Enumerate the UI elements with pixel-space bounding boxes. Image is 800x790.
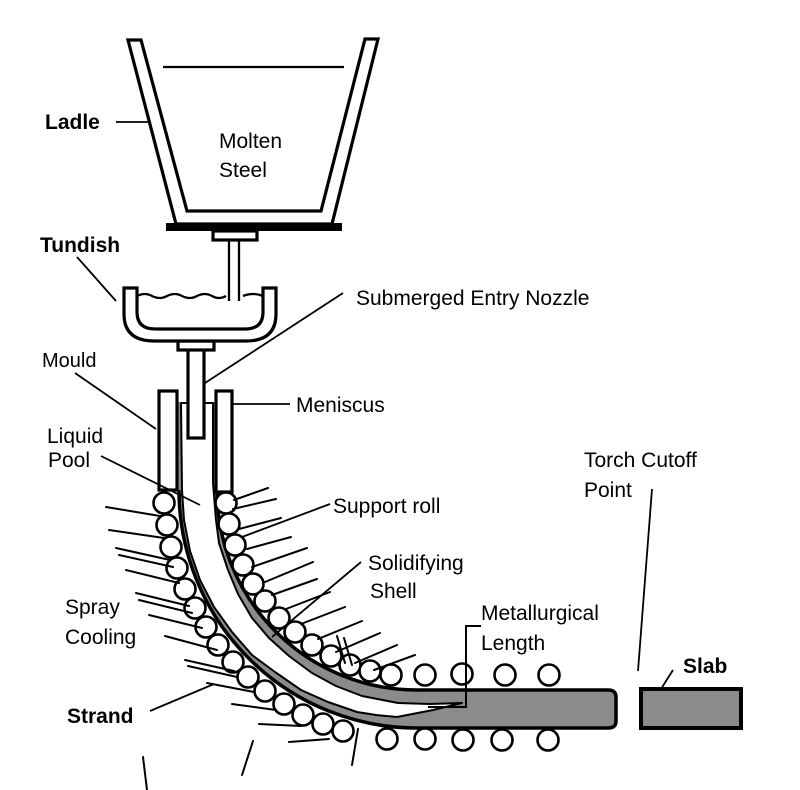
slab-leader <box>660 669 674 690</box>
strand-leader <box>149 683 215 712</box>
strand-label: Strand <box>67 705 134 728</box>
solidifying-shell-leader <box>271 561 362 638</box>
liquid-pool-label-line1: Liquid <box>47 425 103 448</box>
support-roll <box>253 679 277 703</box>
support-roll <box>291 703 315 727</box>
support-roll <box>537 663 561 687</box>
ladle-base <box>166 223 342 231</box>
support-roll <box>311 712 335 736</box>
support-roll-leader <box>241 503 331 538</box>
support-roll <box>231 553 255 577</box>
spray-jets-inner <box>232 487 416 671</box>
support-roll <box>490 728 514 752</box>
support-roll <box>283 620 307 644</box>
torch-cutoff-label-line1: Torch Cutoff <box>584 449 697 472</box>
submerged-entry-nozzle-label: Submerged Entry Nozzle <box>356 287 589 310</box>
support-roll <box>214 491 238 515</box>
sen-leader <box>204 292 344 384</box>
support-roll <box>451 728 475 752</box>
support-roll <box>165 556 189 580</box>
liquid-pool-leader <box>100 455 201 506</box>
metallurgical-length-bracket <box>428 625 481 708</box>
support-roll-label: Support roll <box>333 495 440 518</box>
support-roll <box>217 512 241 536</box>
support-roll <box>159 535 183 559</box>
support-roll <box>155 513 179 537</box>
support-roll <box>319 644 343 668</box>
molten-steel-label-line2: Steel <box>219 159 267 182</box>
support-roll <box>152 491 176 515</box>
support-roll <box>206 633 230 657</box>
tundish-vessel <box>122 286 278 343</box>
support-roll <box>493 663 517 687</box>
support-roll <box>331 719 355 743</box>
spray-cooling-label-line1: Spray <box>65 596 120 619</box>
mould-label: Mould <box>42 350 96 372</box>
slab-shape <box>639 687 743 730</box>
mould-wall-right <box>214 389 234 494</box>
ladle-stream <box>227 241 241 301</box>
strand-outline <box>177 489 618 730</box>
support-roll <box>173 577 197 601</box>
ladle-label: Ladle <box>45 111 100 134</box>
support-roll <box>375 727 399 751</box>
support-roll <box>267 606 291 630</box>
liquid-pool-shape <box>180 402 463 718</box>
support-roll <box>450 662 474 686</box>
support-roll <box>413 727 437 751</box>
support-roll <box>272 692 296 716</box>
tundish-label: Tundish <box>40 234 120 257</box>
solidifying-shell-label-line2: Shell <box>370 580 417 603</box>
support-rolls <box>152 491 561 752</box>
metallurgical-length-label-line2: Length <box>481 632 545 655</box>
slab-label: Slab <box>683 655 727 678</box>
spray-cooling-label-line2: Cooling <box>65 626 136 649</box>
support-roll <box>183 596 207 620</box>
support-roll <box>253 589 277 613</box>
support-roll <box>221 650 245 674</box>
submerged-entry-nozzle-tube <box>186 346 206 440</box>
torch-cutoff-leader <box>637 488 653 672</box>
support-roll <box>223 533 247 557</box>
torch-cutoff-label-line2: Point <box>584 479 632 502</box>
ladle-nozzle <box>211 229 259 242</box>
support-roll <box>241 572 265 596</box>
spray-jets-outer <box>105 506 359 790</box>
mould-wall-left <box>157 389 179 492</box>
meniscus-label: Meniscus <box>296 394 385 417</box>
support-roll <box>379 663 403 687</box>
support-roll <box>300 633 324 657</box>
mould-leader <box>74 372 157 430</box>
support-roll <box>358 659 382 683</box>
molten-steel-label-line1: Molten <box>219 130 282 153</box>
metallurgical-length-label-line1: Metallurgical <box>481 602 599 625</box>
support-roll <box>536 728 560 752</box>
strand-steel-fill <box>177 402 616 728</box>
liquid-pool-label-line2: Pool <box>48 449 90 472</box>
tundish-liquid-surface <box>136 292 264 300</box>
solidifying-shell-label-line1: Solidifying <box>368 552 464 575</box>
support-roll <box>413 663 437 687</box>
tundish-leader <box>76 256 117 302</box>
